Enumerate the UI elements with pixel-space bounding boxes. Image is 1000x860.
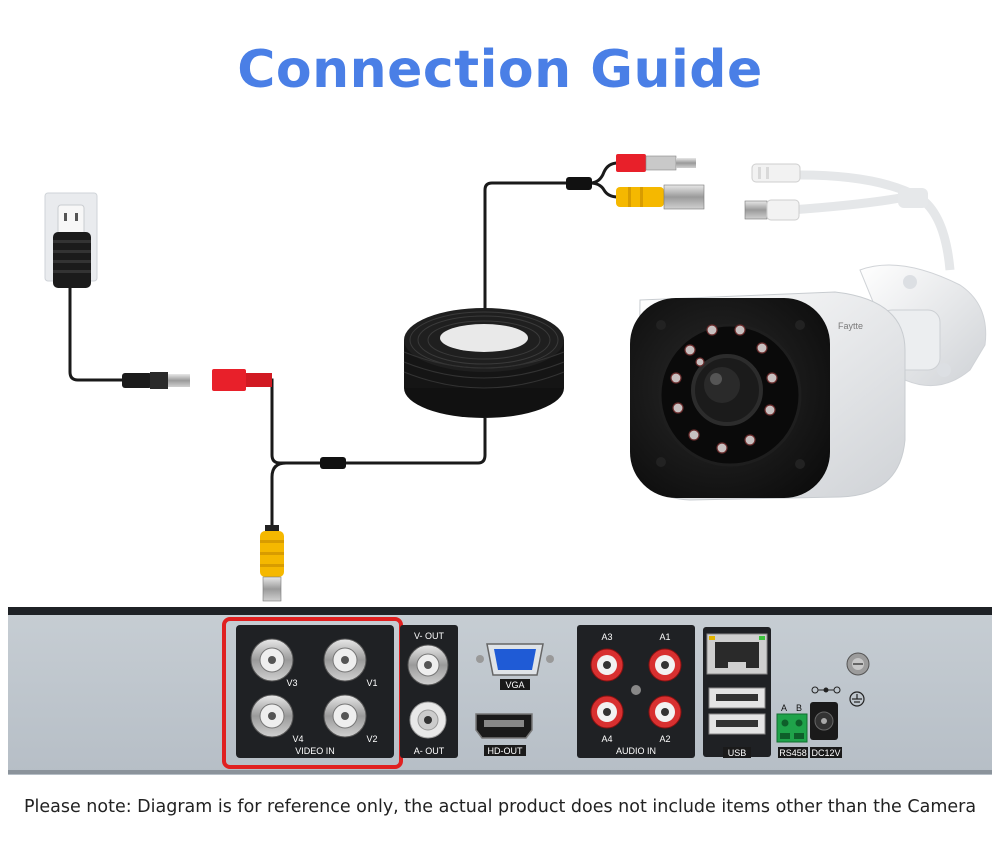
- audio-channel-label: A1: [659, 632, 670, 642]
- rca-port-a4: [590, 695, 624, 729]
- vga-label: VGA: [505, 680, 524, 690]
- bnc-port-v4: [250, 694, 294, 738]
- v-out-port: [407, 644, 449, 686]
- hdmi-port: [475, 713, 533, 739]
- bnc-port-v2: [323, 694, 367, 738]
- video-channel-label: V2: [366, 734, 377, 744]
- usb-label: USB: [728, 748, 747, 758]
- audio-channel-label: A3: [601, 632, 612, 642]
- bnc-port-v3: [250, 638, 294, 682]
- rs485-terminal: [776, 713, 808, 743]
- video-channel-label: V1: [366, 678, 377, 688]
- bnc-connector-top: [616, 184, 705, 210]
- disclaimer-note: Please note: Diagram is for reference on…: [23, 797, 977, 817]
- audio-channel-label: A2: [659, 734, 670, 744]
- cable-wires: [68, 161, 619, 527]
- cable-coil: [403, 308, 565, 418]
- ethernet-port: [706, 633, 768, 675]
- camera-pigtail: [744, 163, 955, 271]
- ground-icon: [849, 691, 865, 707]
- a-out-port: [409, 701, 447, 739]
- bnc-port-v1: [323, 638, 367, 682]
- video-channel-label: V4: [292, 734, 303, 744]
- v-out-label: V- OUT: [414, 631, 445, 641]
- power-adapter: [53, 232, 91, 288]
- cable-splitter-top: [566, 177, 592, 190]
- rca-port-a1: [648, 648, 682, 682]
- rca-port-a2: [648, 695, 682, 729]
- audio-channel-label: A4: [601, 734, 612, 744]
- usb-port-1: [708, 687, 766, 709]
- rs485-label: RS458: [779, 748, 807, 758]
- polarity-icon: [811, 686, 841, 694]
- dc-plug-male: [122, 372, 190, 389]
- cable-splitter: [320, 457, 346, 469]
- bnc-connector-yellow: [260, 525, 284, 602]
- video-in-group: [222, 617, 403, 769]
- dc-plug-top: [616, 154, 696, 172]
- hd-out-label: HD-OUT: [488, 746, 523, 756]
- rs485-pin-a: A: [781, 703, 787, 713]
- audio-screw: [631, 685, 641, 695]
- usb-port-2: [708, 713, 766, 735]
- dc12v-label: DC12V: [811, 748, 840, 758]
- rca-port-a3: [590, 648, 624, 682]
- bullet-camera: Faytte: [630, 264, 987, 501]
- a-out-label: A- OUT: [414, 746, 445, 756]
- ground-screw: [846, 652, 870, 676]
- page-title: Connection Guide: [237, 40, 763, 100]
- dc-plug-female: [212, 369, 272, 391]
- vga-port: [476, 643, 554, 676]
- rs485-pin-b: B: [796, 703, 802, 713]
- dc12v-jack: [810, 702, 838, 740]
- camera-brand: Faytte: [838, 321, 863, 331]
- video-in-label: VIDEO IN: [295, 746, 335, 756]
- audio-in-label: AUDIO IN: [616, 746, 656, 756]
- video-channel-label: V3: [286, 678, 297, 688]
